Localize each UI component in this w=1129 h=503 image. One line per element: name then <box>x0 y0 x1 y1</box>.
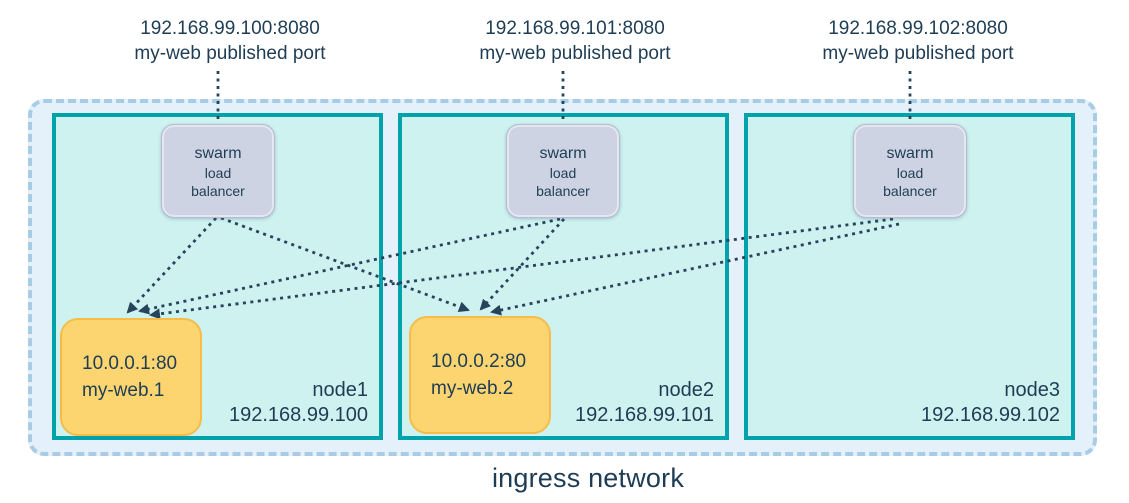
node-label: node2 192.168.99.101 <box>575 378 714 428</box>
lb-label: load <box>896 164 924 181</box>
node-name: node1 <box>312 379 368 401</box>
lb-label: load <box>204 164 232 181</box>
task-my-web-2: 10.0.0.2:80 my-web.2 <box>409 316 551 434</box>
published-port-label-node3: 192.168.99.102:8080 my-web published por… <box>768 16 1068 66</box>
published-port-address: 192.168.99.102:8080 <box>828 18 1008 39</box>
swarm-load-balancer-node3: swarm load balancer <box>853 124 967 218</box>
task-address: 10.0.0.2:80 <box>431 351 527 372</box>
node-label: node3 192.168.99.102 <box>921 378 1060 428</box>
published-port-label-node2: 192.168.99.101:8080 my-web published por… <box>425 16 725 66</box>
published-port-caption: my-web published port <box>822 43 1014 64</box>
node-label: node1 192.168.99.100 <box>229 378 368 428</box>
lb-label: load <box>549 164 577 181</box>
line-lb3-to-task1 <box>149 217 894 320</box>
line-lb3-to-task2 <box>490 222 900 316</box>
task-name: my-web.2 <box>431 378 514 399</box>
node-name: node3 <box>1004 379 1060 401</box>
node-name: node2 <box>658 379 714 401</box>
published-port-address: 192.168.99.101:8080 <box>485 18 665 39</box>
published-port-address: 192.168.99.100:8080 <box>140 18 320 39</box>
node-ip: 192.168.99.102 <box>920 404 1060 426</box>
swarm-load-balancer-node2: swarm load balancer <box>506 124 620 218</box>
lb-label: swarm <box>194 144 242 162</box>
swarm-load-balancer-node1: swarm load balancer <box>161 124 275 218</box>
line-lb2-to-task2 <box>479 218 566 311</box>
line-lb1-to-task1 <box>126 217 218 314</box>
lb-label: balancer <box>883 182 937 199</box>
ingress-network-label: ingress network <box>491 463 685 493</box>
published-port-caption: my-web published port <box>134 43 326 64</box>
node-ip: 192.168.99.100 <box>228 404 368 426</box>
lb-label: swarm <box>539 144 587 162</box>
lb-label: swarm <box>886 144 934 162</box>
line-lb1-to-task2 <box>220 216 470 313</box>
task-address: 10.0.0.1:80 <box>82 353 178 374</box>
task-name: my-web.1 <box>82 380 165 401</box>
published-port-caption: my-web published port <box>479 43 671 64</box>
node-ip: 192.168.99.101 <box>574 404 714 426</box>
published-port-label-node1: 192.168.99.100:8080 my-web published por… <box>80 16 380 66</box>
lb-label: balancer <box>191 182 245 199</box>
lb-label: balancer <box>536 182 590 199</box>
task-my-web-1: 10.0.0.1:80 my-web.1 <box>60 318 202 436</box>
